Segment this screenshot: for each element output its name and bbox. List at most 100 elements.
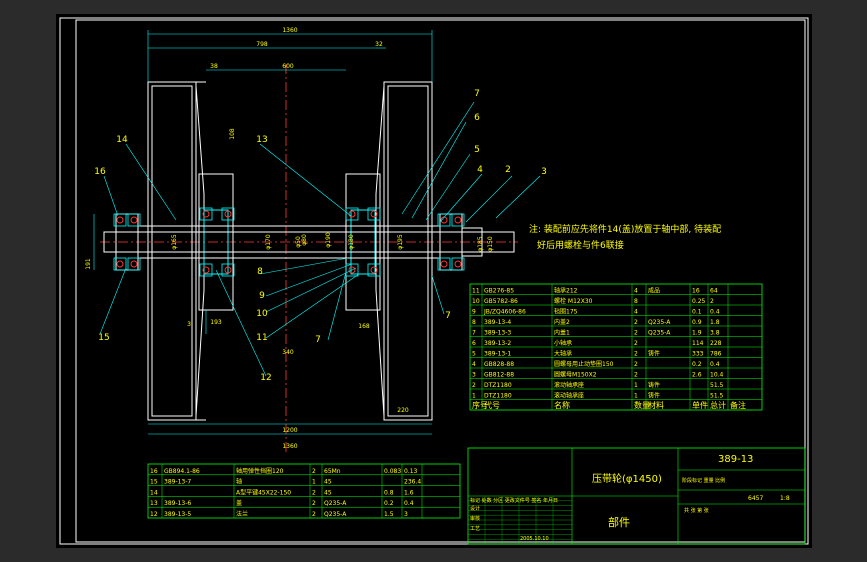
svg-text:7: 7 [474, 89, 480, 99]
svg-text:φ170: φ170 [265, 234, 272, 250]
table-cell: 2 [634, 372, 638, 379]
table-cell: 11 [472, 288, 480, 295]
table-cell: 10 [472, 298, 480, 305]
svg-text:1360: 1360 [282, 27, 297, 34]
svg-text:φ165: φ165 [171, 234, 178, 250]
bearing-race [451, 213, 465, 227]
table-cell: DTZ1180 [484, 382, 512, 389]
table-cell: 2 [634, 330, 638, 337]
bearing-race [437, 213, 451, 227]
svg-text:10: 10 [256, 309, 268, 319]
bearing-race [127, 257, 141, 271]
svg-text:5: 5 [474, 145, 480, 155]
table-cell: 铸件 [648, 381, 660, 389]
table-cell: 0.1 [692, 309, 702, 316]
table-cell: 1.6 [404, 489, 414, 496]
assembly-type: 部件 [608, 515, 630, 529]
table-cell: 2 [710, 298, 714, 305]
svg-text:φ185: φ185 [477, 236, 484, 252]
table-cell: JB/ZQ4606-86 [483, 309, 526, 316]
revision-labels: 标记 处数 分区 更改文件号 签名 年月日 [470, 497, 558, 504]
table-cell: 2 [312, 511, 316, 518]
bearing-ball [224, 266, 232, 274]
bearing-race [367, 207, 381, 221]
table-cell: 0.8 [384, 489, 394, 496]
weight: 6457 [748, 495, 763, 502]
left-roller [147, 81, 206, 421]
table-cell: 单件 [692, 400, 708, 410]
svg-text:7: 7 [315, 335, 321, 345]
svg-text:1360: 1360 [282, 443, 297, 450]
bearing-ball [224, 210, 232, 218]
table-cell: 1 [634, 382, 638, 389]
bearing-ball [348, 210, 356, 218]
table-cell: 小轴承 [554, 339, 572, 347]
bearing-race [199, 263, 213, 277]
table-cell: 2 [312, 500, 316, 507]
svg-text:32: 32 [375, 41, 383, 48]
table-cell: 0.4 [710, 309, 720, 316]
table-cell: 389-13-7 [164, 479, 191, 486]
sheet-labels: 共 张 第 张 [684, 507, 709, 514]
bearing-ball [116, 216, 124, 224]
table-cell: 轴用弹性挡圈120 [236, 467, 284, 475]
bearing-race [127, 213, 141, 227]
bearing-ball [440, 260, 448, 268]
table-cell: 毡圈175 [554, 308, 578, 316]
table-cell: 4 [634, 288, 638, 295]
svg-text:φ150: φ150 [487, 236, 494, 252]
bearing-ball [454, 216, 462, 224]
table-cell: 236.4 [404, 479, 421, 486]
svg-text:11: 11 [256, 333, 267, 343]
table-cell: 13 [150, 500, 158, 507]
scale: 1:8 [780, 495, 790, 502]
bearing-race [367, 263, 381, 277]
table-cell: 铸件 [648, 350, 660, 358]
table-cell: 228 [710, 340, 722, 347]
table-cell: 0.2 [384, 500, 394, 507]
table-cell: 2.6 [692, 372, 702, 379]
table-cell: 法兰 [236, 510, 248, 518]
svg-text:好后用螺栓与件6联接: 好后用螺栓与件6联接 [537, 239, 624, 251]
stage-labels: 阶段标记 重量 比例 [682, 477, 725, 484]
table-cell: 15 [150, 479, 158, 486]
assembly-drawing: 1360 798 32 38 600 1360 1200 340 193 168… [59, 17, 809, 545]
table-cell: 代号 [484, 400, 500, 410]
table-cell: GB894.1-86 [164, 468, 200, 475]
table-cell: 16 [692, 288, 700, 295]
outer-frame [59, 17, 809, 545]
table-cell: 1 [634, 393, 638, 400]
svg-text:191: 191 [85, 258, 92, 270]
table-cell: 螺栓 M12X30 [554, 297, 593, 305]
main-shaft [103, 225, 515, 259]
bearing-ball [202, 266, 210, 274]
table-cell: 14 [150, 489, 158, 496]
svg-text:φ195: φ195 [397, 234, 404, 250]
table-cell: 12 [150, 511, 158, 518]
bearing-race [437, 257, 451, 271]
drawing-number: 389-13 [718, 454, 753, 465]
right-roller [375, 81, 433, 421]
svg-text:15: 15 [98, 333, 109, 343]
svg-text:220: 220 [397, 407, 409, 414]
table-cell: 序号 [472, 400, 488, 410]
svg-text:6: 6 [474, 113, 480, 123]
table-cell: GB5782-86 [484, 298, 518, 305]
table-cell: 盖 [236, 499, 242, 507]
table-cell: 45 [324, 489, 332, 496]
bearing-race [221, 207, 235, 221]
table-cell: 大轴承 [554, 350, 572, 358]
svg-text:9: 9 [259, 291, 265, 301]
table-cell: 114 [692, 340, 704, 347]
table-cell: 材料 [648, 400, 664, 410]
table-cell: Q235-A [648, 330, 671, 337]
table-cell: 389-13-5 [164, 511, 191, 518]
svg-text:1200: 1200 [282, 427, 297, 434]
drawing-date: 2005.10.10 [520, 536, 549, 542]
table-cell: A型平键45X22-150 [236, 488, 291, 496]
bearing-ball [130, 216, 138, 224]
table-cell: 7 [472, 330, 476, 337]
table-cell: 389-13-1 [484, 351, 511, 358]
table-cell: 备注 [730, 400, 746, 410]
